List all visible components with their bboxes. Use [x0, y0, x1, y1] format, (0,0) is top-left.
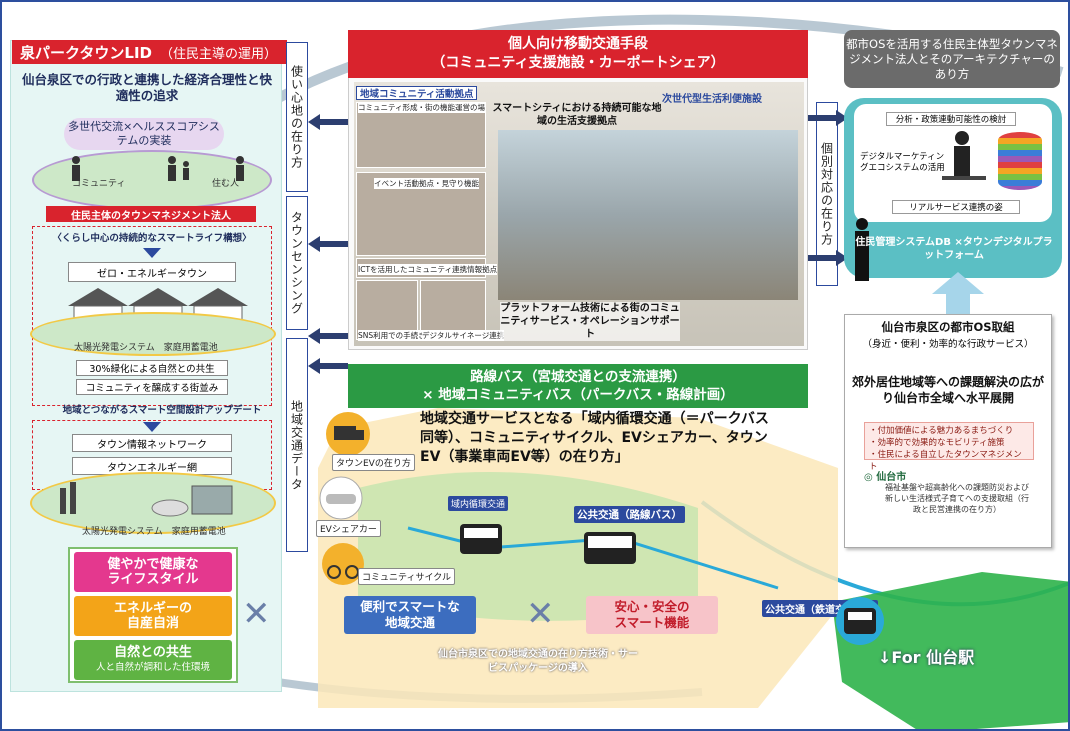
car-icon [319, 476, 363, 520]
resident-label: 住む人 [212, 179, 240, 189]
smart-city-text: スマートシティにおける持続可能な地域の生活支援拠点 [492, 103, 662, 127]
building-render [498, 130, 798, 300]
up-arrow-icon [932, 272, 984, 314]
sendai-emblem-icon: ◎ [864, 472, 877, 483]
community-label: コミュニティ [72, 179, 126, 189]
safe-line1: 安心・安全の [614, 599, 690, 614]
inner-loop-label: 域内循環交通 [448, 496, 509, 511]
digital-marketing-label: デジタルマーケティングエコシステムの活用 [860, 152, 945, 173]
cross-icon: ✕ [242, 594, 271, 634]
benefit-energy-text: エネルギーの 自産自消 [113, 601, 192, 631]
photo-caption: デジタルサイネージ連携 [422, 330, 505, 341]
photo-caption: コミュニティ形成・街の機能運営の場 [358, 102, 486, 113]
city-os-subtitle: （身近・便利・効率的な行政サービス） [862, 339, 1034, 350]
platform-text: プラットフォーム技術による街のコミュニティサービス・オペレーションサポート [500, 302, 680, 341]
community-cycle-label: コミュニティサイクル [358, 568, 456, 585]
truck-icon [326, 412, 370, 456]
bus-icon [460, 524, 502, 554]
zero-energy-box: ゼロ・エネルギータウン [68, 262, 236, 282]
lifestyle-frame [32, 226, 272, 406]
real-service-label: リアルサービス連携の姿 [892, 200, 1020, 214]
sendai-logo: ◎ 仙台市 [864, 468, 906, 483]
route-bus-icon [584, 532, 636, 564]
benefit-nature: 自然との共生 人と自然が調和した住環境 [74, 640, 232, 680]
lid-title: 泉パークタウンLID （住民主導の運用） [12, 40, 287, 64]
mobility-title: 個人向け移動交通手段 [508, 36, 648, 52]
cross-icon: ✕ [526, 594, 555, 634]
safe-smart-tag: 安心・安全の スマート機能 [586, 596, 718, 634]
sendai-description: 福祉基盤や超高齢化への課題防災および新しい生活様式子育てへの支援取組（行政と民営… [885, 483, 1029, 514]
bus-header: 路線バス（宮城交通との支流連携） × 地域コミュニティバス（パークバス・路線計画… [348, 364, 808, 408]
city-os-bullets: ・付加価値による魅力あるまちづくり ・効率的で効果的なモビリティ施策 ・住民によ… [864, 422, 1034, 472]
city-os-title: 仙台市泉区の都市OS取組 [881, 320, 1015, 334]
town-infrastructure-icon [60, 482, 233, 517]
photo-community [356, 102, 486, 168]
tab-transit-data: 地域交通データ [286, 338, 308, 552]
people-icon [72, 156, 244, 181]
lid-title-sub: （住民主導の運用） [160, 46, 278, 62]
benefit-nature-sub: 人と自然が調和した住環境 [95, 662, 210, 673]
health-score-pill: 多世代交流×ヘルススコアシステムの実装 [64, 118, 224, 150]
bus-header-line2: × 地域コミュニティバス（パークバス・路線計画） [422, 387, 734, 403]
bottom-caption: 仙台市泉区での地域交通の在り方技術・サービスパッケージの導入 [438, 649, 638, 674]
mobility-title-bar: 個人向け移動交通手段 （コミュニティ支援施設・カーポートシェア） [348, 30, 808, 78]
house-ellipse [30, 312, 276, 356]
photo-caption: ICTを活用したコミュニティ連携情報拠点 [358, 264, 498, 275]
benefit-energy: エネルギーの 自産自消 [74, 596, 232, 636]
town-management-bar: 住民主体のタウンマネジメント法人 [46, 206, 256, 222]
tab-individual: 個別対応の在り方 [816, 102, 838, 286]
ev-share-label: EVシェアカー [316, 520, 381, 537]
public-bus-label: 公共交通（路線バス） [574, 506, 685, 523]
town-ev-label: タウンEVの在り方 [332, 454, 415, 471]
bullet-item: ・効率的で効果的なモビリティ施策 [869, 438, 1005, 448]
right-arrows-icon [808, 110, 848, 266]
convenient-transit-tag: 便利でスマートな 地域交通 [344, 596, 476, 634]
down-arrow-icon [143, 422, 161, 432]
convenient-line1: 便利でスマートな [360, 599, 460, 614]
sendai-name: 仙台市 [876, 472, 907, 483]
left-arrows-icon [308, 114, 348, 374]
next-gen-label: 次世代型生活利便施設 [662, 94, 762, 105]
lid-title-main: 泉パークタウンLID [20, 43, 152, 62]
solar-storage-label: 太陽光発電システム 家庭用蓄電池 [74, 343, 218, 353]
db-platform-label: 住民管理システムDB ×タウンデジタルプラットフォーム [855, 237, 1053, 261]
benefit-nature-text: 自然との共生 [114, 645, 192, 660]
person-icon [855, 218, 869, 281]
lifestyle-heading: 〈くらし中心の持続的なスマートライフ構想〉 [52, 233, 252, 244]
down-arrow-icon [143, 248, 161, 258]
hub-label: 地域コミュニティ活動拠点 [356, 86, 478, 100]
bullet-item: ・住民による自立したタウンマネジメント [869, 450, 1022, 472]
smart-update-heading: 地域とつながるスマート空間設計アップデート [62, 405, 262, 416]
city-os-expansion: 郊外居住地域等への課題解決の広がり仙台市全域へ水平展開 [851, 375, 1044, 405]
green-region [832, 572, 1068, 729]
database-icon [998, 132, 1042, 190]
town-network-box: タウン情報ネットワーク [72, 434, 232, 452]
left-lead-text: 仙台泉区での行政と連携した経済合理性と快適性の追求 [22, 72, 273, 103]
solar-storage-label: 太陽光発電システム 家庭用蓄電池 [82, 527, 226, 537]
mobility-subtitle: （コミュニティ支援施設・カーポートシェア） [431, 55, 725, 71]
benefit-lifestyle-text: 健やかで健康な ライフスタイル [107, 557, 199, 587]
analyst-icon [942, 131, 986, 180]
tab-sensing: タウンセンシング [286, 196, 308, 330]
for-sendai-label: ↓For 仙台駅 [878, 648, 975, 667]
architecture-bubble: 都市OSを活用する住民主体型タウンマネジメント法人とそのアーキテクチャーのあり方 [844, 30, 1060, 88]
safe-line2: スマート機能 [614, 615, 690, 630]
photo-caption: イベント活動拠点・見守り機能 [374, 178, 479, 189]
bullet-item: ・付加価値による魅力あるまちづくり [869, 426, 1014, 436]
greening-box: 30%緑化による自然との共生 [76, 360, 228, 376]
convenient-line2: 地域交通 [384, 615, 435, 630]
bicycle-icon [322, 543, 364, 585]
train-icon [836, 597, 884, 645]
streetscape-box: コミュニティを醸成する街並み [76, 379, 228, 395]
photo-caption: SNS利用での手続き [358, 330, 426, 341]
transit-service-text: 地域交通サービスとなる「域内循環交通（＝パークバス同等）、コミュニティサイクル、… [420, 411, 769, 465]
tab-usability: 使い心地の在り方 [286, 42, 308, 192]
analysis-label: 分析・政策連動可能性の検討 [886, 112, 1016, 126]
bus-header-line1: 路線バス（宮城交通との支流連携） [470, 369, 686, 385]
benefit-lifestyle: 健やかで健康な ライフスタイル [74, 552, 232, 592]
